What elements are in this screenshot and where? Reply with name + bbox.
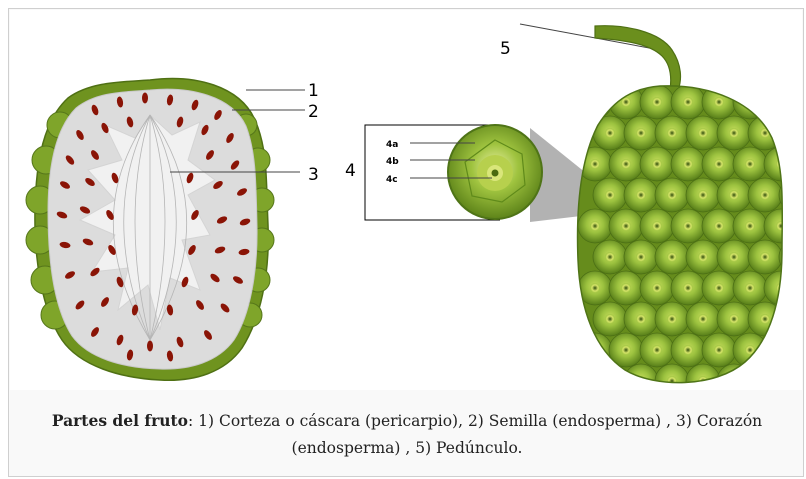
fruit-pod-eye: [621, 221, 631, 231]
fruit-pod-eye: [605, 252, 615, 262]
figure-caption: Partes del fruto: 1) Corteza o cáscara (…: [19, 407, 795, 462]
fruit-pod: [578, 333, 612, 367]
fruit-pod-eye: [698, 252, 708, 262]
stem: [595, 26, 680, 90]
fruit-pod-eye: [760, 314, 770, 324]
label-5: 5: [500, 39, 511, 59]
fruit-pod-eye: [636, 314, 646, 324]
fruit-pod: [748, 364, 782, 390]
label-4c: 4c: [386, 175, 398, 185]
fruit-pod-eye: [652, 97, 662, 107]
fruit-pod-eye: [745, 283, 755, 293]
figure-frame: 1 2 3 4: [8, 8, 804, 477]
fruit-pod-eye: [683, 97, 693, 107]
fruit-pod-eye: [590, 283, 600, 293]
fruit-pod-eye: [714, 97, 724, 107]
fruit-pod-eye: [729, 314, 739, 324]
label-3: 3: [308, 165, 319, 185]
cut-fruit: [26, 79, 305, 381]
fruit-pod-eye: [590, 159, 600, 169]
fruit-pod-eye: [683, 159, 693, 169]
fruit-pod-eye: [791, 314, 801, 324]
label-4a: 4a: [386, 140, 398, 150]
fruit-pod-eye: [621, 345, 631, 355]
fruit-pod-eye: [667, 314, 677, 324]
fruit-pod-eye: [590, 221, 600, 231]
fruit-pod-eye: [652, 221, 662, 231]
fruit-pod-eye: [636, 128, 646, 138]
fruit-diagram-svg: 1 2 3 4: [10, 10, 802, 390]
fruit-pod-eye: [652, 283, 662, 293]
fruit-pod-eye: [683, 221, 693, 231]
fruit-pod: [779, 302, 802, 336]
fruit-pod-eye: [776, 345, 786, 355]
fruit-pod-eye: [745, 97, 755, 107]
fruit-pod-eye: [791, 252, 801, 262]
fruit-pod-eye: [590, 345, 600, 355]
fruit-pod-eye: [605, 190, 615, 200]
fruit-pod-eye: [714, 283, 724, 293]
fruit-pod-eye: [667, 190, 677, 200]
fruit-pod-eye: [590, 97, 600, 107]
fruit-pod-eye: [745, 159, 755, 169]
fruit-pod-eye: [636, 190, 646, 200]
fruit-pod-eye: [791, 128, 801, 138]
fruit-pod-eye: [605, 128, 615, 138]
fruit-pod-eye: [760, 128, 770, 138]
fruit-pod-eye: [714, 345, 724, 355]
fruit-pod-eye: [729, 376, 739, 386]
fruit-pod: [764, 85, 798, 119]
fruit-pod-eye: [652, 345, 662, 355]
label-1: 1: [308, 81, 319, 101]
fruit-pod-eye: [683, 345, 693, 355]
caption-line1: : 1) Corteza o cáscara (pericarpio), 2) …: [188, 412, 762, 430]
fruit-pod-eye: [714, 221, 724, 231]
fruit-pod-eye: [760, 376, 770, 386]
fruit-pod-eye: [698, 190, 708, 200]
fruit-pod-eye: [776, 159, 786, 169]
fruit-diagram-image: 1 2 3 4: [10, 10, 802, 390]
fruit-pod-eye: [729, 252, 739, 262]
fruit-pod-eye: [636, 252, 646, 262]
fruit-pod-eye: [760, 190, 770, 200]
fruit-pod-eye: [791, 190, 801, 200]
fruit-pod-eye: [729, 190, 739, 200]
fruit-pod-eye: [621, 283, 631, 293]
label-2: 2: [308, 102, 319, 122]
whole-fruit: [578, 26, 802, 390]
fruit-pod-eye: [776, 221, 786, 231]
fruit-pod-eye: [776, 283, 786, 293]
fruit-pod-eye: [791, 376, 801, 386]
caption-bold: Partes del fruto: [52, 411, 188, 430]
label-4b: 4b: [386, 157, 399, 167]
fruit-pod-eye: [667, 376, 677, 386]
fruit-pod-eye: [745, 221, 755, 231]
fruit-pod-eye: [621, 159, 631, 169]
fruit-pod-eye: [776, 97, 786, 107]
caption-line2: (endosperma) , 5) Pedúnculo.: [292, 439, 523, 457]
fruit-pod-eye: [729, 128, 739, 138]
fruit-pod-eye: [667, 252, 677, 262]
fruit-pod-eye: [605, 314, 615, 324]
fruit-pod-eye: [698, 128, 708, 138]
label-4: 4: [345, 161, 356, 181]
fruit-pod-eye: [760, 252, 770, 262]
fruit-pod-eye: [698, 314, 708, 324]
fruit-pod: [779, 364, 802, 390]
fruit-pod-eye: [652, 159, 662, 169]
fruit-pod-eye: [667, 128, 677, 138]
fruit-pod: [764, 333, 798, 367]
fruit-pod: [779, 116, 802, 150]
fruit-pod-eye: [714, 159, 724, 169]
fruit-pod-eye: [605, 376, 615, 386]
fruit-pod-eye: [683, 283, 693, 293]
